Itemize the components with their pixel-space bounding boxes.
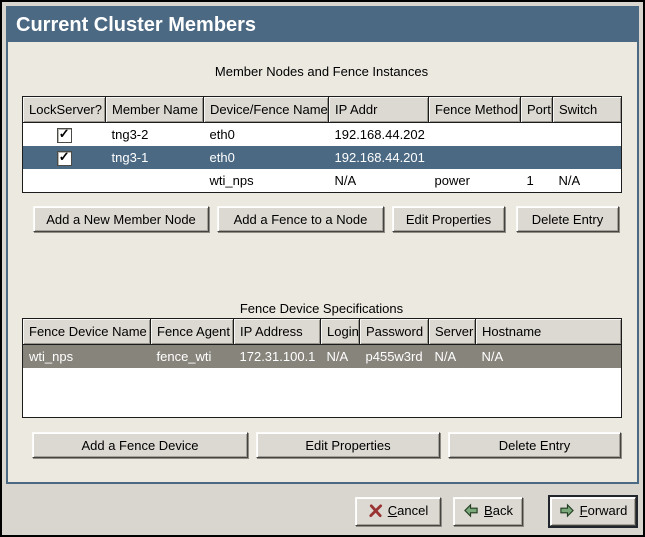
column-header-device-fence-name[interactable]: Device/Fence Name [203, 96, 329, 123]
column-header-fence-agent[interactable]: Fence Agent [150, 318, 234, 345]
cell: tng3-1 [111, 150, 149, 165]
edit-properties-button[interactable]: Edit Properties [392, 206, 505, 232]
checkmark-icon: ✓ [58, 125, 70, 141]
wizard-panel: Current Cluster Members Member Nodes and… [6, 6, 639, 484]
cell: wti_nps [209, 173, 254, 188]
column-header-member-name[interactable]: Member Name [105, 96, 204, 123]
add-a-new-member-node-button[interactable]: Add a New Member Node [33, 206, 209, 232]
column-header-ip-addr[interactable]: IP Addr [328, 96, 429, 123]
cell: tng3-2 [111, 127, 149, 142]
column-header-port[interactable]: Port [520, 96, 553, 123]
arrow-right-icon [559, 501, 575, 527]
cancel-x-icon [368, 501, 383, 527]
lockserver-checkbox[interactable]: ✓ [56, 125, 72, 143]
dialog-action-area: Cancel Back Forward [6, 484, 639, 531]
cell: N/A [558, 173, 581, 188]
cell: eth0 [209, 127, 235, 142]
column-header-login[interactable]: Login [320, 318, 360, 345]
page-title: Current Cluster Members [8, 8, 637, 42]
lockserver-cell [23, 169, 106, 193]
fence-device-row[interactable]: wti_nps fence_wti 172.31.100.1 N/A p455w3rd N… [22, 344, 622, 368]
back-button[interactable]: Back [453, 497, 523, 526]
cell: power [434, 173, 470, 188]
edit-properties-button[interactable]: Edit Properties [256, 432, 440, 458]
arrow-left-icon [463, 501, 479, 527]
lockserver-cell: ✓ [23, 123, 106, 147]
checkmark-icon: ✓ [58, 148, 70, 164]
cell [553, 146, 622, 169]
cell: 192.168.44.201 [334, 150, 425, 165]
cell: eth0 [209, 150, 235, 165]
column-header-server[interactable]: Server [428, 318, 476, 345]
column-header-lockserver[interactable]: LockServer? [22, 96, 106, 123]
cell: wti_nps [29, 349, 74, 364]
delete-entry-button[interactable]: Delete Entry [448, 432, 621, 458]
cell [553, 123, 622, 147]
forward-button[interactable]: Forward [550, 497, 636, 526]
cancel-button[interactable]: Cancel [355, 497, 441, 526]
cell: N/A [434, 349, 457, 364]
content-area: Member Nodes and Fence Instances LockSer… [8, 42, 637, 482]
cell: N/A [481, 349, 504, 364]
button-label: Back [484, 503, 513, 518]
cell: 192.168.44.202 [334, 127, 425, 142]
cell [429, 123, 521, 147]
fence-table-caption: Fence Device Specifications [239, 301, 404, 316]
cell: 1 [526, 173, 534, 188]
column-header-fence-device-name[interactable]: Fence Device Name [22, 318, 151, 345]
button-label: Forward [579, 503, 628, 518]
empty-table-space [22, 368, 622, 418]
member-row[interactable]: ✓ tng3-2 eth0 192.168.44.202 [22, 122, 622, 147]
cell [521, 123, 553, 147]
add-a-fence-device-button[interactable]: Add a Fence Device [32, 432, 248, 458]
column-header-ip-address[interactable]: IP Address [233, 318, 321, 345]
cell [521, 146, 553, 169]
cell: N/A [334, 173, 357, 188]
column-header-switch[interactable]: Switch [552, 96, 622, 123]
cell: fence_wti [156, 349, 212, 364]
member-row[interactable]: ✓ tng3-1 eth0 192.168.44.201 [22, 146, 622, 169]
cell: N/A [326, 349, 349, 364]
column-header-fence-method[interactable]: Fence Method [428, 96, 521, 123]
cell: 172.31.100.1 [239, 349, 316, 364]
cell: p455w3rd [365, 349, 423, 364]
column-header-password[interactable]: Password [359, 318, 429, 345]
button-label: Cancel [387, 503, 429, 518]
delete-entry-button[interactable]: Delete Entry [516, 206, 619, 232]
add-a-fence-to-a-node-button[interactable]: Add a Fence to a Node [217, 206, 384, 232]
lockserver-checkbox[interactable]: ✓ [56, 148, 72, 166]
cell [429, 146, 521, 169]
members-table-caption: Member Nodes and Fence Instances [214, 64, 429, 79]
lockserver-cell: ✓ [23, 146, 106, 169]
empty-cell [23, 368, 622, 418]
member-row[interactable]: wti_nps N/A power 1 N/A [22, 169, 622, 193]
cell [106, 169, 204, 193]
column-header-hostname[interactable]: Hostname [475, 318, 622, 345]
